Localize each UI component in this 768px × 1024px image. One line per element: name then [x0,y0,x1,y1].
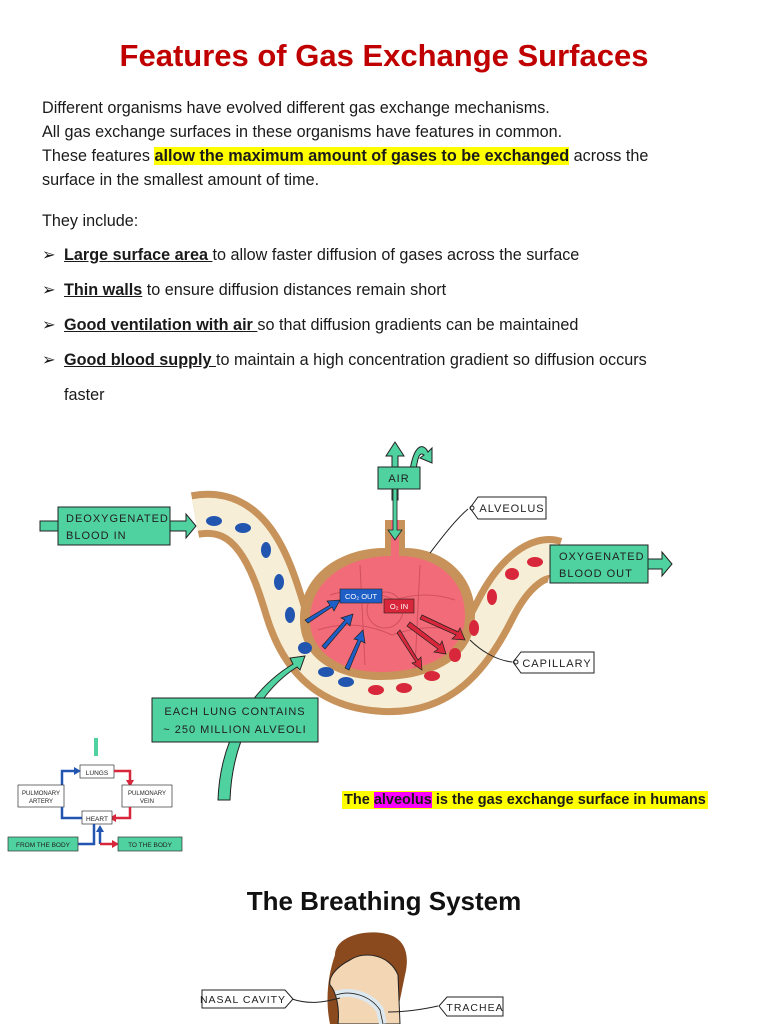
caption-highlight: alveolus [373,792,432,808]
blood-in-box [57,506,171,546]
intro-paragraph: Different organisms have evolved differe… [42,96,742,192]
lung-fact-label: ~ 250 MILLION ALVEOLI [163,724,306,736]
feature-text: to maintain a high concentration gradien… [215,351,647,369]
intro-line: surface in the smallest amount of time. [42,171,320,189]
intro-line: Different organisms have evolved differe… [42,99,550,117]
capillary-pointer [469,639,513,663]
include-label: They include: [42,212,139,230]
feature-term: Good blood supply [64,351,216,369]
list-item: ➢ Good blood supply to maintain a high co… [42,348,742,407]
blood-in-arrow-icon [169,512,197,540]
trachea-pointer [387,1005,439,1013]
lungs-label: LUNGS [86,770,109,777]
arrow-bullet-icon: ➢ [42,246,56,264]
pulmonary-vein-label: VEIN [140,799,154,805]
blood-out-label: BLOOD OUT [559,568,633,580]
nasal-cavity-tag [201,989,294,1009]
highlighted-text: allow the maximum amount of gases to be … [154,147,570,165]
gas-arrows [304,599,466,671]
feature-term: Good ventilation with air [64,316,258,334]
arrow-bullet-icon: ➢ [42,281,56,299]
trachea-tag [438,996,504,1017]
feature-text: to allow faster diffusion of gases acros… [212,246,580,264]
lung-fact-label: EACH LUNG CONTAINS [164,706,305,718]
alveolus-tag [469,496,547,520]
nasal-pointer [291,997,341,1003]
alveolus-caption: The alveolus is the gas exchange surface… [342,791,708,809]
nasal-cavity-label: NASAL CAVITY [200,994,286,1006]
list-item: ➢ Thin walls to ensure diffusion distance… [42,278,742,302]
air-arrow-icon [409,446,433,471]
trachea-label: TRACHEA [446,1002,503,1014]
pulmonary-vein-label: PULMONARY [128,791,166,797]
pulmonary-artery-label: PULMONARY [22,791,60,797]
alveolus-sac [310,520,465,672]
list-item: ➢ Large surface area to allow faster diff… [42,243,742,267]
alveolus-label: ALVEOLUS [479,503,544,515]
from-body-label: FROM THE BODY [16,842,71,849]
breathing-system-heading: The Breathing System [246,886,522,916]
feature-term: Large surface area [64,246,213,264]
feature-text: to ensure diffusion distances remain sho… [142,281,447,299]
caption-text: The [344,792,374,808]
co2-out-label: CO₂ OUT [345,592,377,601]
alveolus-diagram: AIR ALVEOLUS DEOXYGENATED BLOOD IN OXYGE… [7,441,673,852]
o2-in-label: O₂ IN [390,602,408,611]
feature-list: ➢ Large surface area to allow faster diff… [42,243,742,418]
intro-text: These features [42,147,155,165]
feature-text: so that diffusion gradients can be maint… [257,316,579,334]
blood-out-label: OXYGENATED [559,551,645,563]
pulmonary-artery-label: ARTERY [29,799,53,805]
circulation-diagram: LUNGS PULMONARY ARTERY PULMONARY VEIN HE… [7,738,183,852]
intro-line: All gas exchange surfaces in these organ… [42,123,563,141]
air-label: AIR [388,473,409,485]
o2-in-box [383,598,415,614]
breathing-system-diagram: NASAL CAVITY TRACHEA [200,932,504,1024]
intro-line: These features allow the maximum amount … [42,144,742,168]
list-item: ➢ Good ventilation with air so that diffu… [42,313,742,337]
blood-in-label: BLOOD IN [66,530,127,542]
feature-term: Thin walls [64,281,143,299]
blood-out-arrow-icon [647,550,673,578]
capillary-tag [512,651,595,674]
intro-text: across the [569,147,649,165]
page-title: Features of Gas Exchange Surfaces [119,38,649,73]
co2-out-box [339,588,383,604]
heart-label: HEART [86,816,108,823]
arrow-bullet-icon: ➢ [42,351,56,369]
lung-fact-box [151,697,319,743]
blood-cells [206,516,543,695]
caption-text: is the gas exchange surface in humans [431,792,706,808]
feature-text-continued: faster [64,386,105,404]
alveolus-pointer [429,508,469,554]
air-in-arrow-icon [387,488,403,541]
capillary-label: CAPILLARY [522,658,591,670]
to-body-label: TO THE BODY [128,842,172,849]
arrow-bullet-icon: ➢ [42,316,56,334]
blood-in-label: DEOXYGENATED [66,513,169,525]
air-box [377,466,421,490]
